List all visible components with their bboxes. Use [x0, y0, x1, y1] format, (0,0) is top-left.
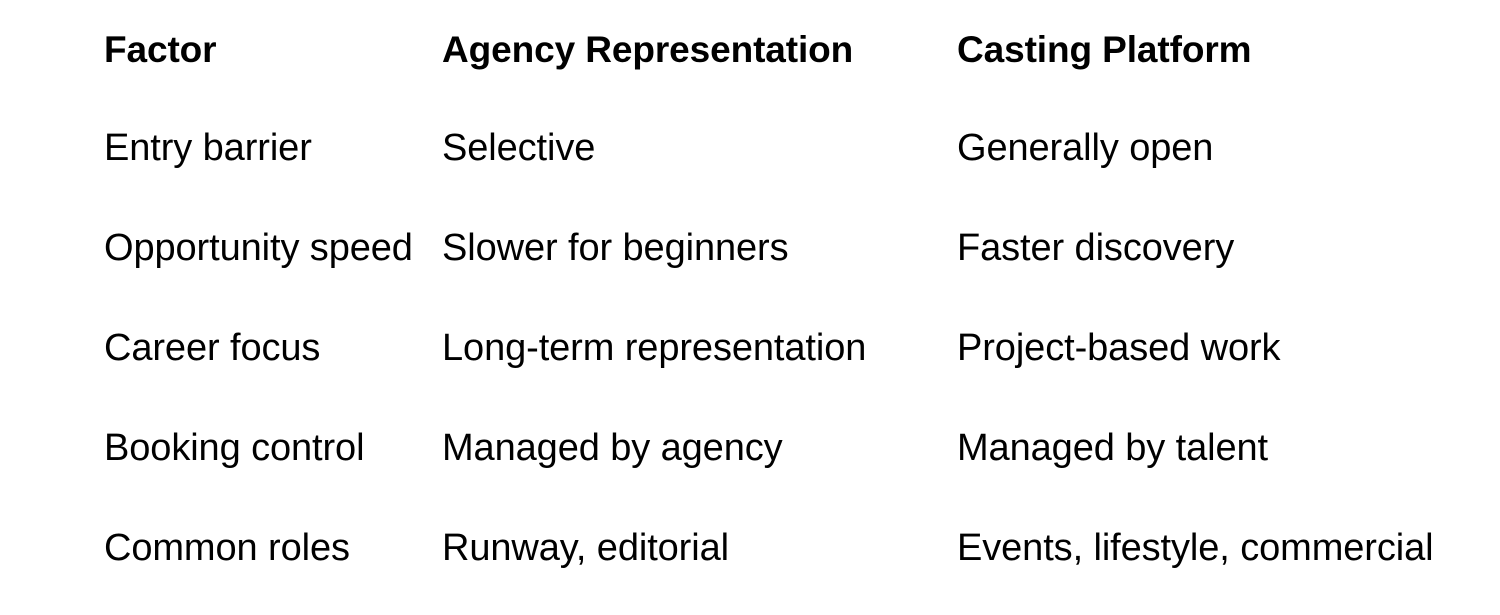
cell-agency: Slower for beginners	[390, 198, 905, 298]
comparison-table: Factor Agency Representation Casting Pla…	[0, 0, 1500, 598]
cell-casting: Project-based work	[905, 298, 1500, 398]
table-row: Common roles Runway, editorial Events, l…	[0, 498, 1500, 598]
column-header-factor: Factor	[0, 0, 390, 98]
cell-casting: Faster discovery	[905, 198, 1500, 298]
table-row: Opportunity speed Slower for beginners F…	[0, 198, 1500, 298]
cell-casting: Managed by talent	[905, 398, 1500, 498]
cell-factor: Career focus	[0, 298, 390, 398]
cell-factor-text: Opportunity speed	[104, 227, 413, 269]
cell-agency-text: Slower for beginners	[442, 227, 789, 269]
cell-agency: Runway, editorial	[390, 498, 905, 598]
cell-casting-text: Project-based work	[957, 327, 1281, 369]
table-header-row: Factor Agency Representation Casting Pla…	[0, 0, 1500, 98]
table-body: Entry barrier Selective Generally open O…	[0, 98, 1500, 598]
cell-agency-text: Long-term representation	[442, 327, 867, 369]
cell-casting-text: Faster discovery	[957, 227, 1235, 269]
table-row: Booking control Managed by agency Manage…	[0, 398, 1500, 498]
column-header-agency-label: Agency Representation	[442, 28, 854, 70]
cell-casting-text: Generally open	[957, 127, 1214, 169]
table-row: Entry barrier Selective Generally open	[0, 98, 1500, 198]
cell-casting-text: Events, lifestyle, commercial	[957, 527, 1434, 569]
table-header: Factor Agency Representation Casting Pla…	[0, 0, 1500, 98]
cell-factor-text: Common roles	[104, 527, 350, 569]
cell-agency: Long-term representation	[390, 298, 905, 398]
cell-casting: Events, lifestyle, commercial	[905, 498, 1500, 598]
cell-factor-text: Career focus	[104, 327, 321, 369]
cell-agency-text: Managed by agency	[442, 427, 783, 469]
cell-factor: Entry barrier	[0, 98, 390, 198]
table-row: Career focus Long-term representation Pr…	[0, 298, 1500, 398]
cell-agency: Selective	[390, 98, 905, 198]
cell-casting-text: Managed by talent	[957, 427, 1268, 469]
cell-factor: Common roles	[0, 498, 390, 598]
cell-casting: Generally open	[905, 98, 1500, 198]
cell-factor-text: Booking control	[104, 427, 365, 469]
cell-agency: Managed by agency	[390, 398, 905, 498]
cell-agency-text: Runway, editorial	[442, 527, 729, 569]
column-header-factor-label: Factor	[104, 28, 217, 70]
column-header-casting-label: Casting Platform	[957, 28, 1252, 70]
cell-factor-text: Entry barrier	[104, 127, 312, 169]
cell-factor: Opportunity speed	[0, 198, 413, 298]
cell-agency-text: Selective	[442, 127, 596, 169]
column-header-casting: Casting Platform	[905, 0, 1500, 98]
column-header-agency: Agency Representation	[390, 0, 905, 98]
cell-factor: Booking control	[0, 398, 390, 498]
